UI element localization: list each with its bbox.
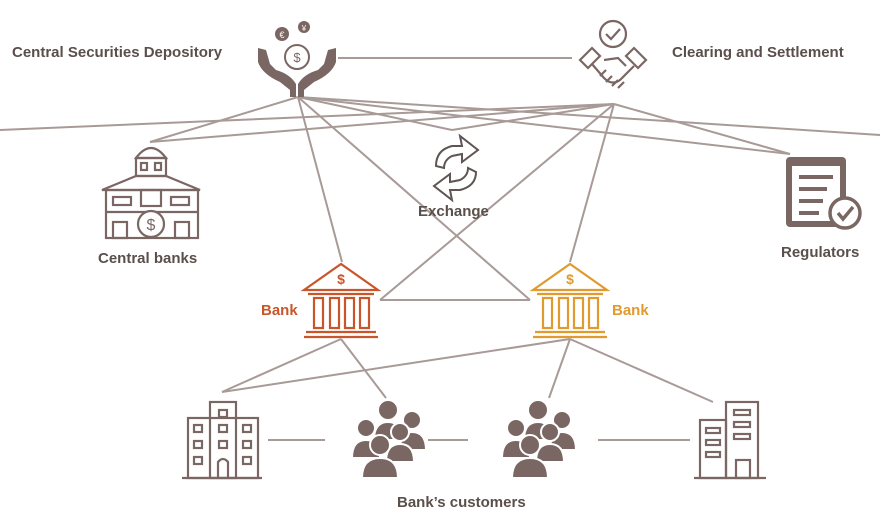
label-bank-left: Bank [261,302,298,319]
edge-csd-bankleft [297,96,343,263]
svg-text:€: € [279,30,284,40]
people-group-icon-left [350,399,428,479]
edge-bankleft-peopleleft [340,338,387,399]
office-building-icon-right [694,400,766,480]
label-bank-right: Bank [612,302,649,319]
label-regulators: Regulators [781,244,860,261]
bank-icon-left: $ [300,262,382,339]
edge-clearing-offscreen [0,103,615,131]
label-clearing-settlement: Clearing and Settlement [672,44,844,61]
svg-text:¥: ¥ [301,24,307,33]
edge-clearing-exchange [451,103,615,131]
exchange-arrows-icon [432,133,480,203]
label-central-banks: Central banks [98,250,198,267]
edge-bankright-peopleright [548,338,571,399]
document-check-icon [786,157,862,230]
edge-clearing-centralbanks [149,103,615,143]
svg-text:$: $ [566,271,574,287]
people-group-icon-right [500,399,578,479]
connections [0,57,881,441]
edge-clearing-bankleft-base [379,103,615,301]
edge-bankright-corpleft [221,338,571,393]
label-central-securities-depository: Central Securities Depository [12,44,223,61]
hands-coins-icon: $ € ¥ [258,21,336,97]
handshake-check-icon [578,19,648,89]
label-exchange: Exchange [418,203,489,220]
label-banks-customers: Bank’s customers [397,494,526,511]
edge-bankleft-corpleft [221,338,342,393]
office-building-icon-left [182,400,262,480]
edge-csd-regulators [297,96,791,155]
svg-text:$: $ [337,271,345,287]
edge-csd-bankright-base [297,96,531,301]
edge-bankright-corpright [569,338,714,403]
bank-icon-right: $ [529,262,611,339]
edge-csd-centralbanks [149,96,299,143]
svg-text:$: $ [147,217,156,234]
svg-text:$: $ [293,50,301,65]
edge-csd-offscreen [297,96,881,136]
edge-clearing-bankright [569,103,615,263]
central-bank-building-icon: $ [101,146,201,240]
edge-clearing-regulators [613,103,791,155]
